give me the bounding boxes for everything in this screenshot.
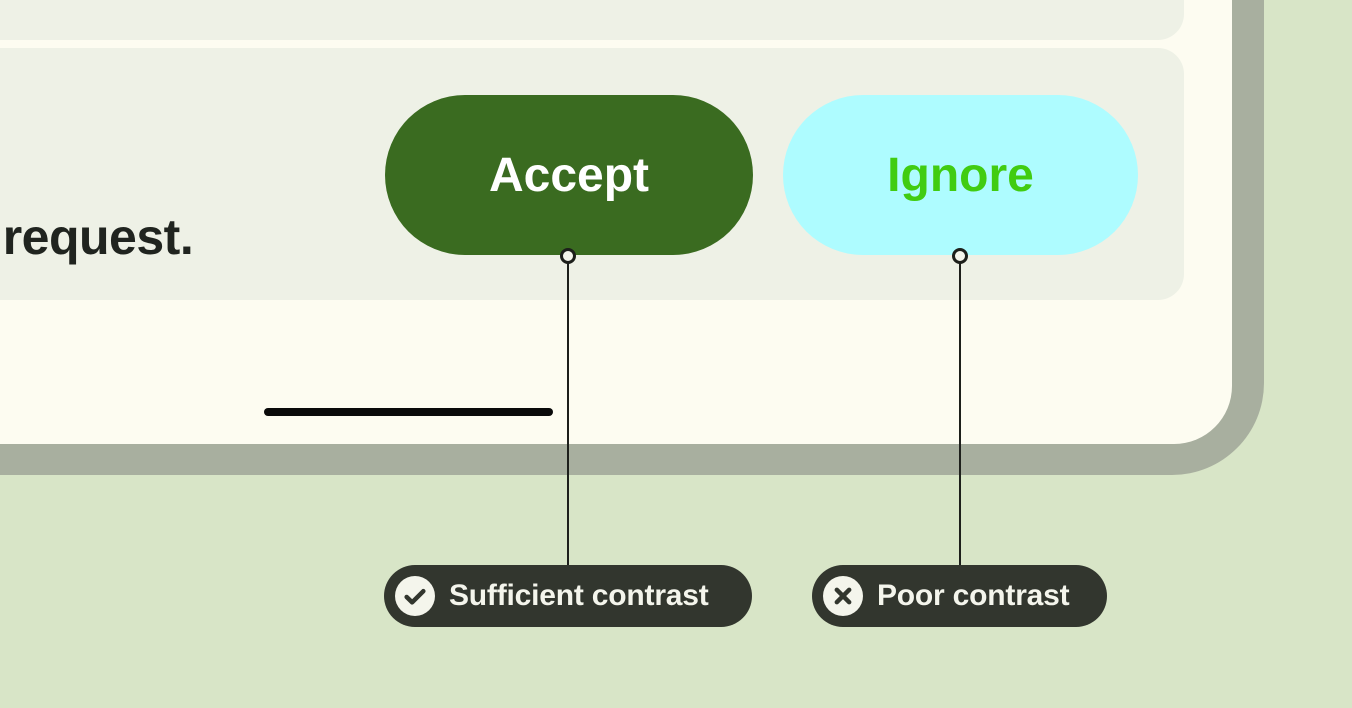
connector-dot-poor: [952, 248, 968, 264]
x-icon: [823, 576, 863, 616]
connector-line-sufficient: [567, 262, 569, 567]
check-icon: [395, 576, 435, 616]
home-indicator-bar: [264, 408, 553, 416]
accept-button[interactable]: Accept: [385, 95, 753, 255]
connector-line-poor: [959, 262, 961, 567]
ignore-button[interactable]: Ignore: [783, 95, 1138, 255]
connector-dot-sufficient: [560, 248, 576, 264]
notification-panel-top: [0, 0, 1184, 40]
notification-message: a request.: [0, 209, 194, 265]
callout-sufficient-contrast: Sufficient contrast: [384, 565, 752, 627]
callout-label-poor: Poor contrast: [877, 579, 1070, 612]
callout-label-sufficient: Sufficient contrast: [449, 579, 709, 612]
callout-poor-contrast: Poor contrast: [812, 565, 1107, 627]
